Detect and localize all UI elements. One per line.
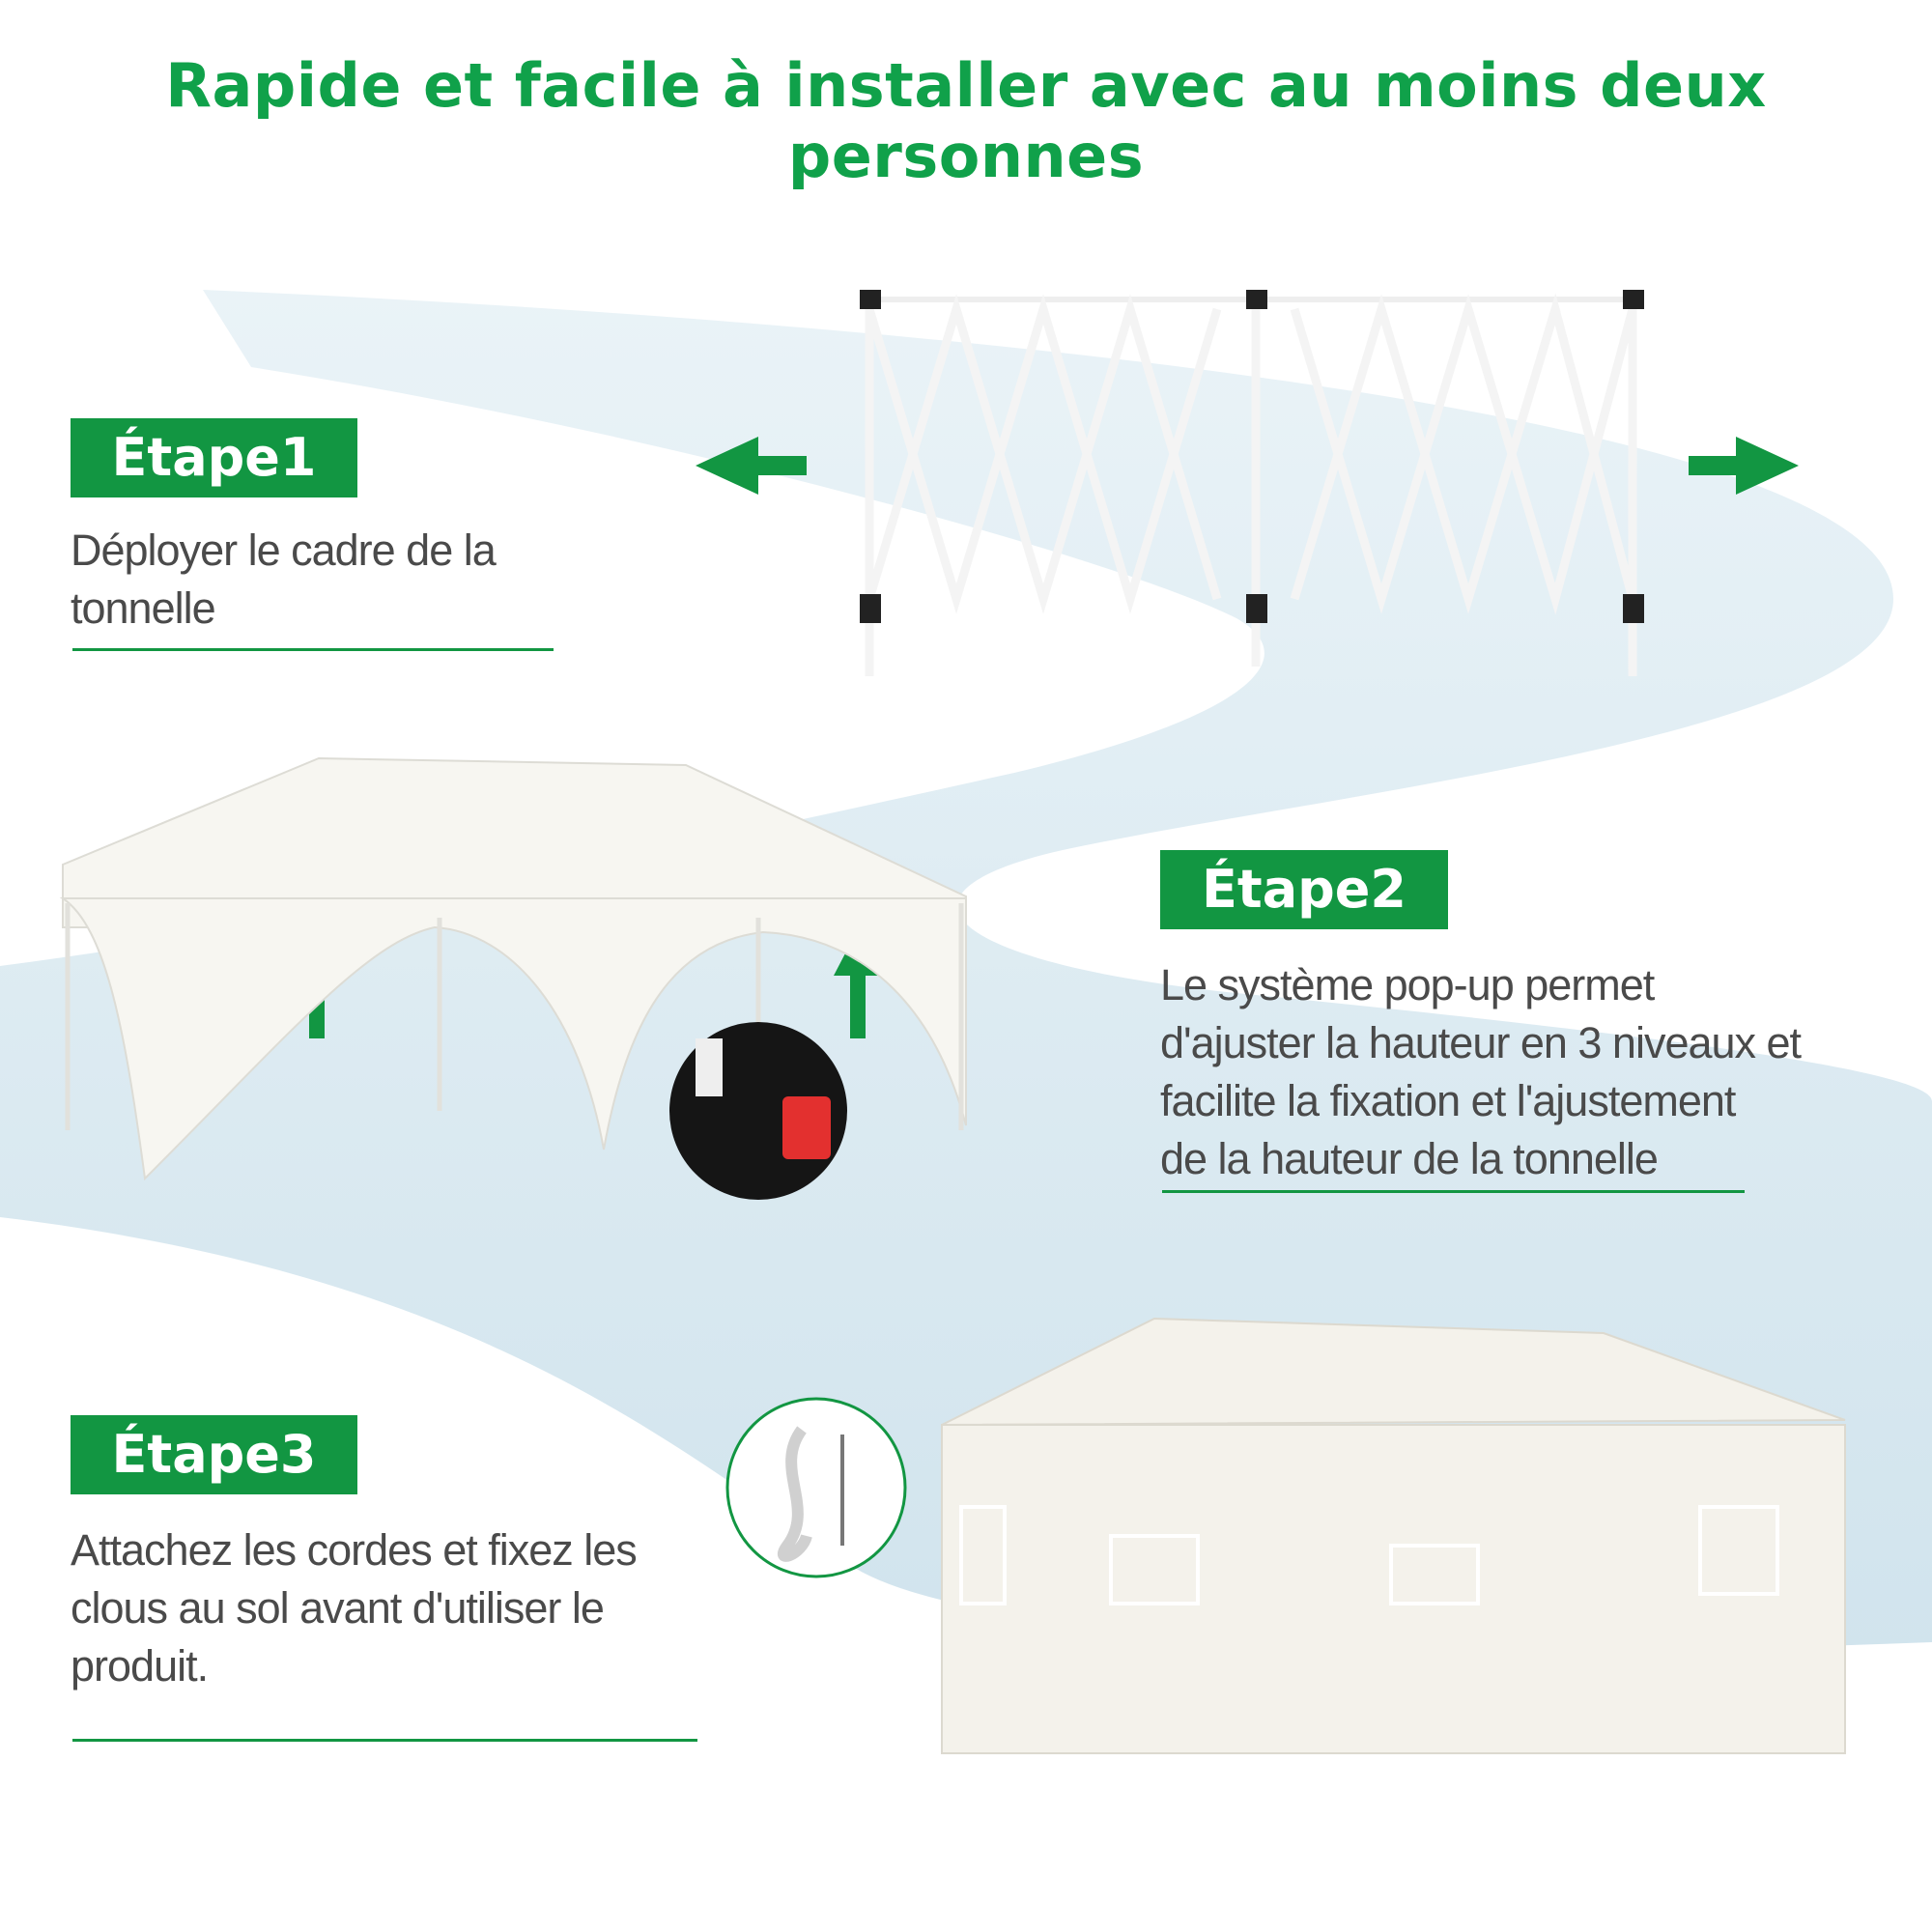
canopy-image bbox=[59, 756, 967, 1181]
lock-detail-image bbox=[669, 1022, 847, 1200]
tent-with-walls-image bbox=[941, 1317, 1846, 1754]
step3-text-line3: produit. bbox=[71, 1641, 209, 1690]
step3-badge: Étape3 bbox=[71, 1415, 357, 1494]
step3-text-line1: Attachez les cordes et fixez les bbox=[71, 1525, 638, 1575]
step2-text-line1: Le système pop-up permet bbox=[1160, 960, 1655, 1009]
rope-detail-image bbox=[725, 1397, 907, 1578]
step2-text: Le système pop-up permet d'ajuster la ha… bbox=[1160, 956, 1923, 1188]
step3-underline bbox=[72, 1739, 697, 1742]
step3-text: Attachez les cordes et fixez les clous a… bbox=[71, 1521, 747, 1695]
step1-text-line2: tonnelle bbox=[71, 583, 216, 633]
arrow-right-icon bbox=[1689, 437, 1799, 495]
step1-underline bbox=[72, 648, 554, 651]
step2-badge: Étape2 bbox=[1160, 850, 1448, 929]
step2-text-line2: d'ajuster la hauteur en 3 niveaux et bbox=[1160, 1018, 1802, 1067]
step2-text-line4: de la hauteur de la tonnelle bbox=[1160, 1134, 1659, 1183]
step1-badge: Étape1 bbox=[71, 418, 357, 497]
step3-text-line2: clous au sol avant d'utiliser le bbox=[71, 1583, 605, 1633]
step2-underline bbox=[1162, 1190, 1745, 1193]
page-title: Rapide et facile à installer avec au moi… bbox=[165, 50, 1767, 191]
arrow-left-icon bbox=[696, 437, 807, 495]
step2-text-line3: facilite la fixation et l'ajustement bbox=[1160, 1076, 1736, 1125]
step1-text-line1: Déployer le cadre de la bbox=[71, 526, 497, 575]
step1-text: Déployer le cadre de la tonnelle bbox=[71, 522, 611, 638]
